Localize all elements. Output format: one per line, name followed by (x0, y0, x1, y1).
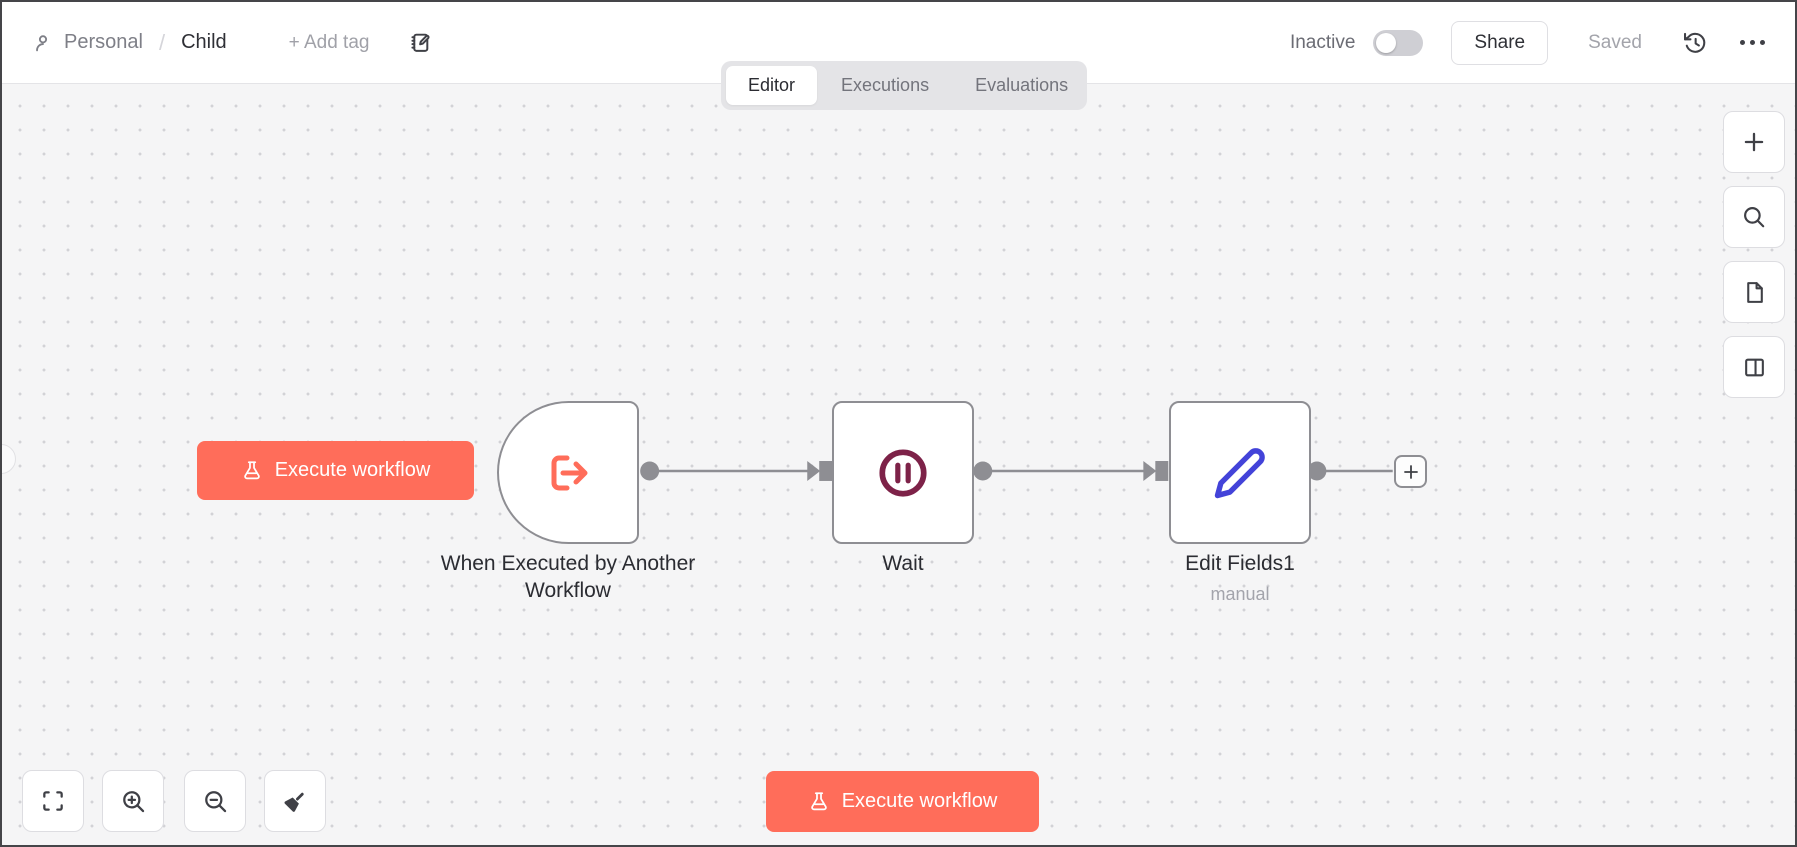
zoom-in-button[interactable] (102, 770, 164, 832)
fit-view-button[interactable] (22, 770, 84, 832)
workflow-canvas[interactable]: Execute workflow (2, 84, 1795, 845)
workflow-input-icon (540, 445, 596, 501)
workflow-note-button[interactable] (407, 30, 432, 55)
tidy-up-icon (282, 788, 308, 814)
execute-workflow-label: Execute workflow (841, 790, 998, 812)
flask-icon (241, 460, 263, 482)
add-node-button[interactable] (1394, 455, 1427, 488)
pen-icon (1213, 446, 1267, 500)
add-tag-button[interactable]: + Add tag (288, 31, 370, 53)
breadcrumb-project[interactable]: Personal (64, 31, 143, 53)
user-icon (32, 32, 54, 54)
workflow-active-toggle[interactable] (1373, 29, 1424, 56)
node-edit-fields1[interactable] (1169, 401, 1311, 544)
panel-icon (1742, 355, 1767, 380)
execute-workflow-button[interactable]: Execute workflow (197, 441, 474, 500)
tab-evaluations[interactable]: Evaluations (975, 75, 1069, 95)
plus-icon (1741, 129, 1767, 155)
notebook-edit-icon (407, 30, 432, 55)
fit-view-icon (40, 788, 66, 814)
share-button[interactable]: Share (1451, 20, 1549, 65)
node-label-edit-fields: Edit Fields1 (1185, 552, 1295, 575)
connection-layer (640, 461, 1393, 481)
node-wait[interactable] (832, 401, 974, 544)
node-when-executed-by-another-workflow[interactable] (497, 401, 639, 544)
tab-executions[interactable]: Executions (841, 75, 930, 95)
pause-circle-icon (874, 444, 932, 502)
flask-icon (808, 791, 830, 813)
search-button[interactable] (1723, 186, 1785, 248)
workflow-history-button[interactable] (1682, 30, 1708, 56)
file-icon (1742, 280, 1767, 305)
workflow-title[interactable]: Child (181, 31, 227, 53)
more-options-button[interactable] (1740, 40, 1765, 45)
execute-workflow-label: Execute workflow (274, 459, 431, 481)
sticky-note-button[interactable] (1723, 261, 1785, 323)
zoom-out-button[interactable] (184, 770, 246, 832)
view-tabs: Editor Executions Evaluations (721, 61, 1087, 110)
ellipsis-icon (1740, 40, 1765, 45)
activation-status-label: Inactive (1289, 31, 1356, 53)
search-icon (1741, 204, 1767, 230)
tidy-up-button[interactable] (264, 770, 326, 832)
history-icon (1682, 30, 1708, 56)
save-status: Saved (1588, 31, 1642, 53)
toggle-knob (1376, 32, 1397, 53)
node-label-trigger: When Executed by Another Workflow (440, 552, 696, 602)
execute-workflow-button-bottom[interactable]: Execute workflow (766, 771, 1039, 832)
add-node-panel-button[interactable] (1723, 111, 1785, 173)
node-label-wait: Wait (882, 552, 924, 575)
breadcrumb-separator: / (158, 29, 166, 55)
zoom-out-icon (202, 788, 229, 815)
node-subtitle-edit-fields: manual (1210, 584, 1270, 604)
tab-editor[interactable]: Editor (726, 66, 818, 105)
toggle-panel-button[interactable] (1723, 336, 1785, 398)
zoom-in-icon (120, 788, 147, 815)
